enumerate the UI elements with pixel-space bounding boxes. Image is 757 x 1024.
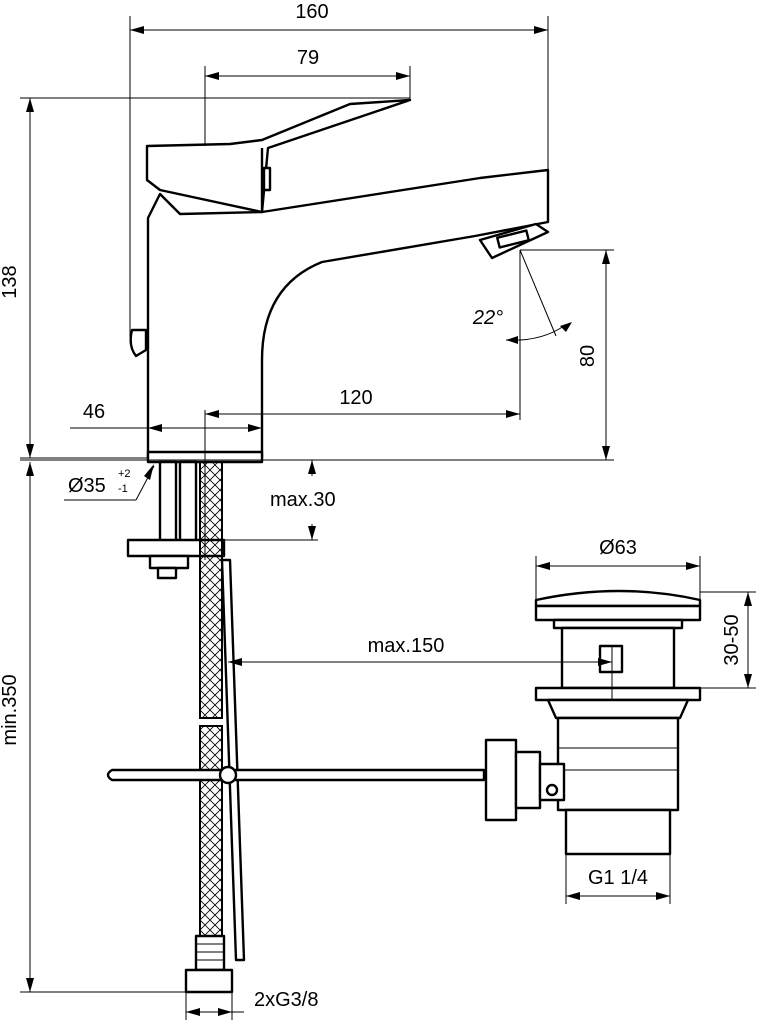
dim-hole-tol-upper: +2 xyxy=(118,468,131,480)
pull-rod xyxy=(106,765,486,785)
dim-waste-deck-range: 30-50 xyxy=(721,614,743,665)
dim-max-deck-thickness: max.30 xyxy=(270,489,336,511)
braided-hose xyxy=(184,461,246,994)
dim-min-hose-length: min.350 xyxy=(0,674,21,745)
dimension-lines xyxy=(20,16,756,1020)
dim-waste-flange: Ø63 xyxy=(599,537,637,559)
dim-spout-height: 80 xyxy=(577,345,599,367)
dim-overall-width: 160 xyxy=(295,1,328,23)
dim-total-height: 138 xyxy=(0,265,21,298)
dim-lever-offset: 46 xyxy=(83,401,105,423)
dim-spout-angle: 22° xyxy=(472,307,503,329)
dim-lever-length: 79 xyxy=(297,47,319,69)
dim-waste-thread: G1 1/4 xyxy=(588,867,648,889)
dim-pull-rod-distance: max.150 xyxy=(368,635,445,657)
pop-up-waste xyxy=(484,589,702,856)
dim-hole-tol-lower: -1 xyxy=(118,483,128,495)
dim-hole-diameter: Ø35 xyxy=(68,475,106,497)
dim-spout-reach: 120 xyxy=(339,387,372,409)
dim-connections: 2xG3/8 xyxy=(254,989,318,1011)
